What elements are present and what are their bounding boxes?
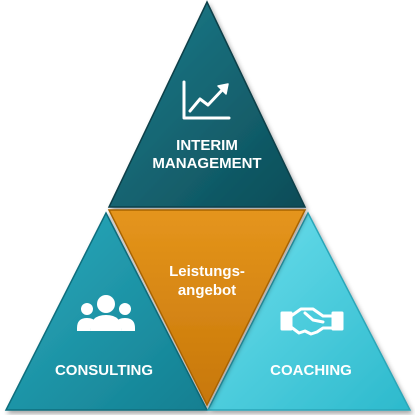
- left-label: CONSULTING: [55, 362, 153, 379]
- top-label-line1: INTERIM: [176, 137, 238, 154]
- group-people-icon: [77, 295, 135, 331]
- center-label-line2: angebot: [178, 282, 236, 299]
- center-label-line1: Leistungs-: [169, 263, 245, 280]
- top-label-line2: MANAGEMENT: [152, 155, 261, 172]
- segment-coaching: [206, 211, 412, 411]
- right-label: COACHING: [270, 362, 352, 379]
- chart-up-icon: [182, 80, 231, 120]
- handshake-icon: [280, 307, 344, 336]
- segment-leistungsangebot: [107, 209, 307, 407]
